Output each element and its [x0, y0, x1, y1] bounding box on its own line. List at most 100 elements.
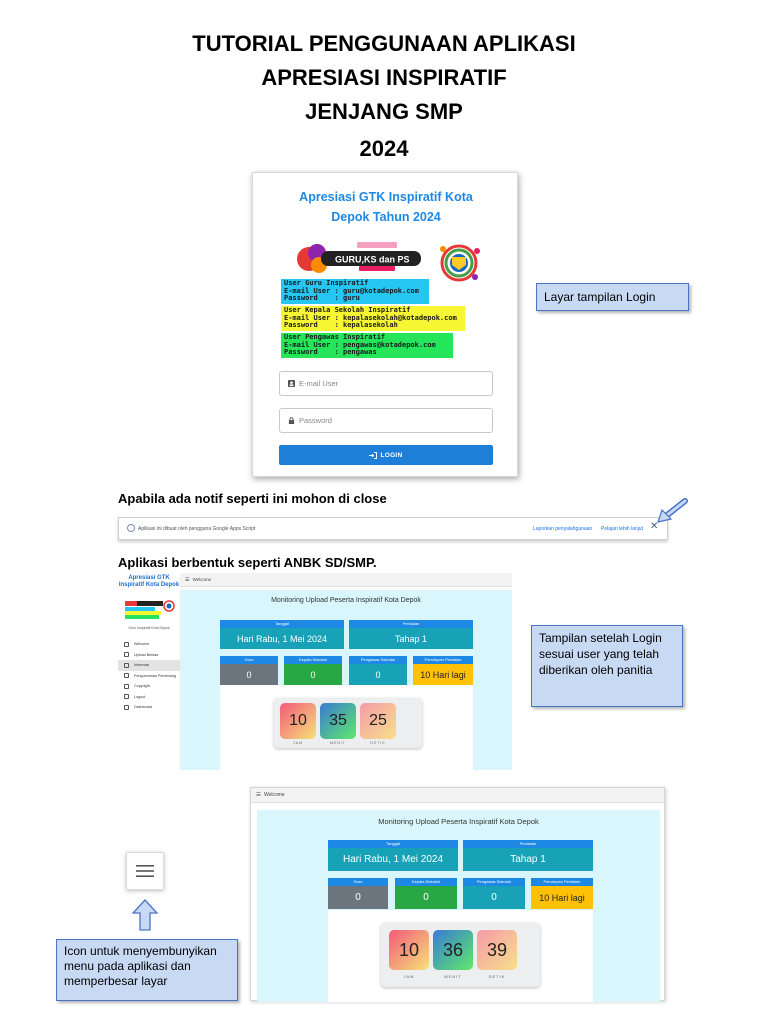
pengawas-label: Pengawas Sekolah [463, 878, 525, 886]
menu-toggle-button[interactable] [126, 852, 164, 890]
kepala-sekolah-card: Kepala Sekolah 0 [284, 656, 342, 685]
guru-value: 0 [328, 886, 388, 909]
title-line-3: JENJANG SMP [305, 99, 463, 124]
penutupan-label: Penutupan Penilaian [413, 656, 473, 664]
notif-instruction: Apabila ada notif seperti ini mohon di c… [118, 491, 387, 506]
sidebar-item-label: Pengumuman Pemenang [134, 673, 176, 678]
kepala-sekolah-value: 0 [284, 664, 342, 685]
event-logo-text: GURU,KS dan PS [335, 255, 410, 265]
clock-menit: 35 [320, 703, 356, 739]
anbk-label: Aplikasi berbentuk seperti ANBK SD/SMP. [118, 555, 377, 570]
email-field[interactable]: E-mail User [279, 371, 493, 396]
clock-detik-label: DETIK [370, 741, 386, 745]
callout-login: Layar tampilan Login [536, 283, 689, 311]
sidebar-logo [125, 600, 175, 619]
sidebar-item-label: Logout [134, 694, 146, 699]
callout-after-login: Tampilan setelah Login sesuai user yang … [531, 625, 683, 707]
monitoring-title: Monitoring Upload Peserta Inspiratif Kot… [378, 817, 539, 826]
guru-card: Guru 0 [220, 656, 278, 685]
title-line-1: TUTORIAL PENGGUNAAN APLIKASI [192, 31, 576, 56]
close-icon[interactable]: ✕ [650, 521, 659, 532]
sidebar-item-logout[interactable]: Logout [118, 692, 180, 703]
login-icon [369, 451, 378, 459]
countdown-clock: 10 36 39 JAM MENIT DETIK [381, 923, 540, 987]
clock-detik-label: DETIK [488, 974, 506, 979]
kepala-sekolah-card: Kepala Sekolah 0 [395, 878, 457, 909]
info-icon [127, 524, 135, 532]
sidebar-item-label: Copyright [134, 684, 150, 689]
lock-icon [288, 417, 295, 424]
sidebar-menu: Welcome Upload Berkas Informasi Pengumum… [118, 639, 180, 713]
pengawas-card: Pengawas Sekolah 0 [349, 656, 407, 685]
sidebar-item-welcome[interactable]: Welcome [118, 639, 180, 650]
home-icon [124, 641, 129, 647]
notification-text: Aplikasi ini dibuat oleh pengguna Google… [138, 526, 256, 532]
tanggal-card: Tanggal Hari Rabu, 1 Mei 2024 [328, 840, 458, 871]
pengawas-value: 0 [349, 664, 407, 685]
clock-menit-label: MENIT [444, 974, 462, 979]
penilaian-value: Tahap 1 [349, 628, 473, 649]
learn-more-link[interactable]: Pelajari lebih lanjut [601, 526, 643, 532]
penilaian-card: Penilaian Tahap 1 [463, 840, 593, 871]
event-logo: GURU,KS dan PS [297, 242, 421, 273]
sidebar-item-copyright[interactable]: Copyright [118, 681, 180, 692]
penilaian-value: Tahap 1 [463, 848, 593, 871]
guru-label: Guru [328, 878, 388, 886]
sidebar-item-pengumuman[interactable]: Pengumuman Pemenang [118, 671, 180, 682]
penilaian-card: Penilaian Tahap 1 [349, 620, 473, 649]
penutupan-label: Penutupan Penilaian [531, 878, 593, 886]
report-abuse-link[interactable]: Laporkan penyalahgunaan [533, 526, 593, 532]
password-placeholder: Password [299, 416, 332, 425]
penilaian-label: Penilaian [349, 620, 473, 628]
arrow-up-icon [132, 899, 158, 931]
guru-label: Guru [220, 656, 278, 664]
title-line-4: 2024 [359, 136, 409, 161]
login-title-line-1: Apresiasi GTK Inspiratif Kota [299, 190, 473, 204]
pengawas-value: 0 [463, 886, 525, 909]
credential-pengawas: User Pengawas Inspiratif E-mail User : p… [281, 333, 453, 358]
clock-jam: 10 [389, 930, 429, 970]
sidebar-subtitle: Guru Inspiratif Kota Depok [128, 626, 170, 630]
user-icon [288, 380, 295, 387]
penutupan-value: 10 Hari lagi [531, 886, 593, 909]
logout-icon [124, 694, 129, 700]
credential-guru: User Guru Inspiratif E-mail User : guru@… [281, 279, 429, 304]
sidebar: Apresiasi GTK Inspiratif Kota Depok Guru… [118, 573, 180, 770]
password-field[interactable]: Password [279, 408, 493, 433]
main-panel: ☰ Welcome Monitoring Upload Peserta Insp… [180, 573, 512, 770]
penilaian-label: Penilaian [463, 840, 593, 848]
clock-jam: 10 [280, 703, 316, 739]
pengawas-label: Pengawas Sekolah [349, 656, 407, 664]
kepala-sekolah-label: Kepala Sekolah [395, 878, 457, 886]
top-bar: ☰ Welcome [180, 573, 512, 587]
tanggal-value: Hari Rabu, 1 Mei 2024 [220, 628, 344, 649]
top-bar: ☰ Welcome [251, 788, 664, 803]
tanggal-value: Hari Rabu, 1 Mei 2024 [328, 848, 458, 871]
login-title: Apresiasi GTK Inspiratif Kota Depok Tahu… [253, 187, 519, 227]
sidebar-item-label: Dashboard [134, 705, 153, 710]
dashboard-content: Monitoring Upload Peserta Inspiratif Kot… [257, 810, 660, 1002]
app-screenshot-2: ☰ Welcome Monitoring Upload Peserta Insp… [250, 787, 665, 1002]
sidebar-item-dashboard[interactable]: Dashboard [118, 702, 180, 713]
penutupan-value: 10 Hari lagi [413, 664, 473, 685]
login-screenshot: Apresiasi GTK Inspiratif Kota Depok Tahu… [252, 172, 518, 477]
menu-icon[interactable]: ☰ [256, 792, 261, 798]
sidebar-title: Apresiasi GTK Inspiratif Kota Depok [118, 575, 180, 588]
dashboard-content: Monitoring Upload Peserta Inspiratif Kot… [180, 590, 512, 770]
clock-jam-label: JAM [403, 974, 415, 979]
tanggal-label: Tanggal [220, 620, 344, 628]
menu-icon[interactable]: ☰ [185, 576, 190, 583]
clock-menit-label: MENIT [330, 741, 346, 745]
sidebar-item-informasi[interactable]: Informasi [118, 660, 180, 671]
tanggal-label: Tanggal [328, 840, 458, 848]
app-screenshot-1: Apresiasi GTK Inspiratif Kota Depok Guru… [118, 573, 512, 770]
clock-detik: 39 [477, 930, 517, 970]
login-button[interactable]: LOGIN [279, 445, 493, 465]
kepala-sekolah-label: Kepala Sekolah [284, 656, 342, 664]
countdown-clock: 10 35 25 JAM MENIT DETIK [274, 698, 422, 748]
login-button-label: LOGIN [380, 451, 403, 459]
arrow-pointer-icon [657, 498, 688, 523]
kota-depok-logo [440, 244, 480, 282]
sidebar-item-upload[interactable]: Upload Berkas [118, 650, 180, 661]
upload-icon [124, 652, 129, 658]
